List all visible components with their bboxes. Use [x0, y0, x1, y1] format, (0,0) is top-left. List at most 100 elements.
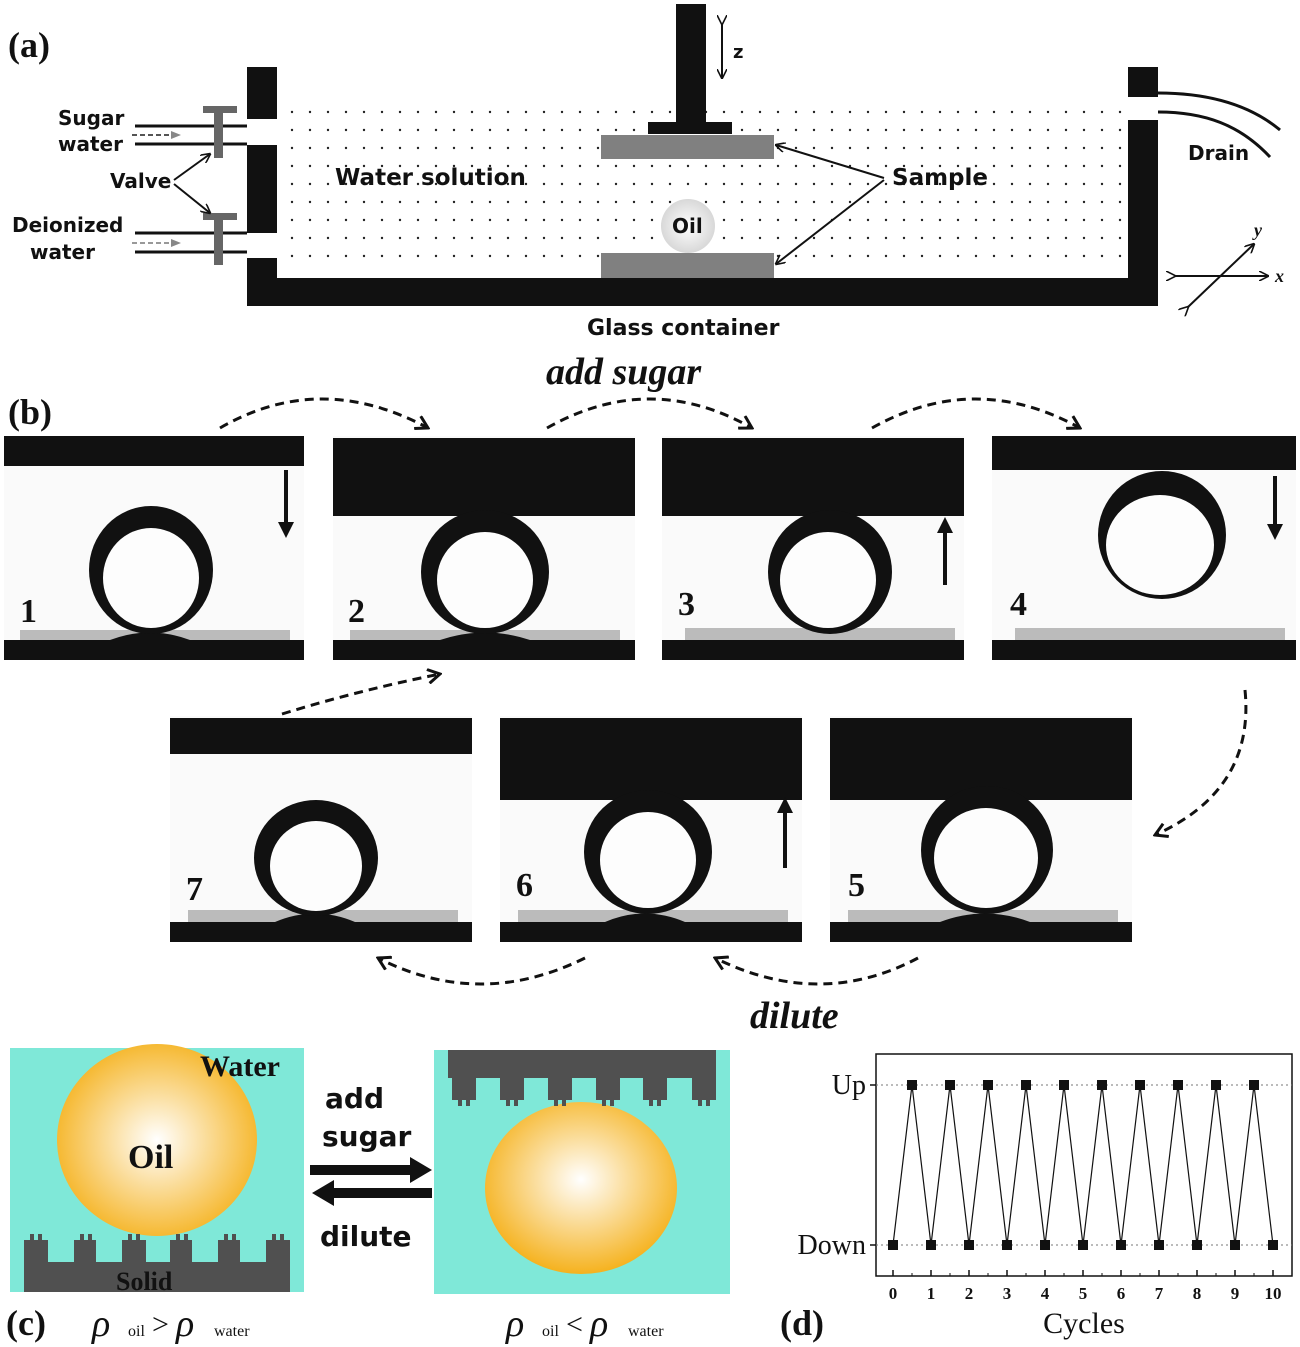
inlet-pipes	[132, 124, 247, 254]
y-tick-label: Down	[798, 1230, 866, 1261]
cycle-arrow-1-2	[219, 397, 428, 428]
x-tick-label: 3	[1003, 1284, 1012, 1303]
density-left: ρ oil > ρ water	[91, 1303, 250, 1345]
sub-oil-left: oil	[128, 1323, 145, 1340]
data-point	[1230, 1240, 1240, 1250]
water-solution-label: Water solution	[335, 165, 526, 191]
z-label: z	[733, 42, 743, 63]
cycle-arrow-2-3	[546, 397, 752, 428]
dilute-label: dilute	[750, 995, 839, 1037]
dilute-label-c: dilute	[320, 1220, 412, 1253]
solid-label: Solid	[116, 1267, 173, 1296]
data-point	[1192, 1240, 1202, 1250]
cycle-arrow-7-2	[281, 674, 440, 716]
x-axis-label: Cycles	[1043, 1307, 1125, 1340]
add-sugar-label: add sugar	[546, 351, 702, 393]
y-label: y	[1252, 220, 1263, 240]
rho-oil-right: ρ	[505, 1303, 524, 1345]
x-tick-label: 8	[1193, 1284, 1202, 1303]
x-tick-label: 9	[1231, 1284, 1240, 1303]
x-tick-label: 6	[1117, 1284, 1126, 1303]
data-point	[926, 1240, 936, 1250]
rho-water-right: ρ	[589, 1303, 608, 1345]
panel-b: (b) add sugar dilute 1	[4, 351, 1296, 1037]
valve-label: Valve	[110, 169, 171, 193]
cycle-arrow-6-7	[378, 958, 586, 986]
panel-a: (a) Sugar	[8, 4, 1284, 341]
series-line	[892, 1084, 1274, 1246]
frame-6: 6	[500, 716, 802, 942]
frame-5: 5	[830, 716, 1132, 942]
data-point	[1116, 1240, 1126, 1250]
frame-1: 1	[4, 436, 304, 660]
valve-arrow-bottom	[173, 183, 210, 213]
data-point	[945, 1080, 955, 1090]
sub-oil-right: oil	[542, 1323, 559, 1340]
rho-oil-left: ρ	[91, 1303, 110, 1345]
frame-number: 4	[1010, 586, 1027, 623]
data-point	[1211, 1080, 1221, 1090]
add-label: add	[325, 1082, 384, 1115]
data-point	[1002, 1240, 1012, 1250]
x-tick-label: 10	[1265, 1284, 1282, 1303]
oil-label-a: Oil	[672, 214, 703, 238]
data-point	[983, 1080, 993, 1090]
sub-water-left: water	[214, 1323, 250, 1340]
glass-container	[247, 67, 1158, 306]
x-tick-label: 1	[927, 1284, 936, 1303]
data-point	[1154, 1240, 1164, 1250]
x-tick-label: 5	[1079, 1284, 1088, 1303]
panel-c-label: (c)	[6, 1303, 46, 1343]
data-point	[1249, 1080, 1259, 1090]
data-point	[1135, 1080, 1145, 1090]
frame-3: 3	[662, 436, 964, 660]
x-tick-label: 7	[1155, 1284, 1164, 1303]
oil-droplet-a	[661, 199, 715, 253]
sugar-water-label: water	[58, 132, 123, 156]
cycle-arrow-3-4	[871, 397, 1080, 428]
sub-water-right: water	[628, 1323, 664, 1340]
frame-number: 1	[20, 593, 37, 630]
panel-b-label: (b)	[8, 392, 52, 432]
cycle-arrow-4-5	[1155, 689, 1248, 835]
valve-top	[203, 106, 237, 158]
drain-label: Drain	[1188, 141, 1249, 165]
data-point	[888, 1240, 898, 1250]
deionized-water-label: water	[30, 240, 95, 264]
frame-4: 4	[992, 436, 1296, 660]
deionized-label: Deionized	[12, 213, 123, 237]
sugar-label: Sugar	[58, 106, 124, 130]
plot-frame	[875, 1053, 1293, 1277]
x-tick-label: 4	[1041, 1284, 1050, 1303]
gt-sign: >	[152, 1308, 169, 1341]
data-point	[964, 1240, 974, 1250]
y-tick-label: Up	[832, 1070, 866, 1101]
water-label: Water	[200, 1050, 280, 1083]
data-point	[1097, 1080, 1107, 1090]
sugar-label-c: sugar	[322, 1120, 412, 1153]
frame-number: 7	[186, 871, 203, 908]
density-right: ρ oil < ρ water	[505, 1303, 664, 1345]
data-point	[1040, 1240, 1050, 1250]
data-point	[1173, 1080, 1183, 1090]
glass-container-label: Glass container	[587, 316, 780, 341]
data-point	[1021, 1080, 1031, 1090]
drain-pipe	[1157, 91, 1281, 159]
sample-label: Sample	[892, 165, 988, 191]
sample-holder	[601, 4, 774, 278]
data-point	[1078, 1240, 1088, 1250]
data-point	[1059, 1080, 1069, 1090]
x-label: x	[1274, 266, 1284, 286]
frame-2: 2	[333, 436, 635, 660]
panel-c: Water Oil Solid add sugar dilute (c) ρ o…	[6, 1044, 730, 1345]
forward-arrow	[310, 1157, 432, 1183]
frame-number: 6	[516, 867, 533, 904]
sample-arrow-top	[776, 145, 885, 179]
frame-number: 5	[848, 867, 865, 904]
panel-c-left: Water Oil Solid	[10, 1044, 304, 1296]
valve-bottom	[203, 213, 237, 265]
lt-sign: <	[566, 1308, 583, 1341]
oil-label-c: Oil	[128, 1139, 173, 1176]
